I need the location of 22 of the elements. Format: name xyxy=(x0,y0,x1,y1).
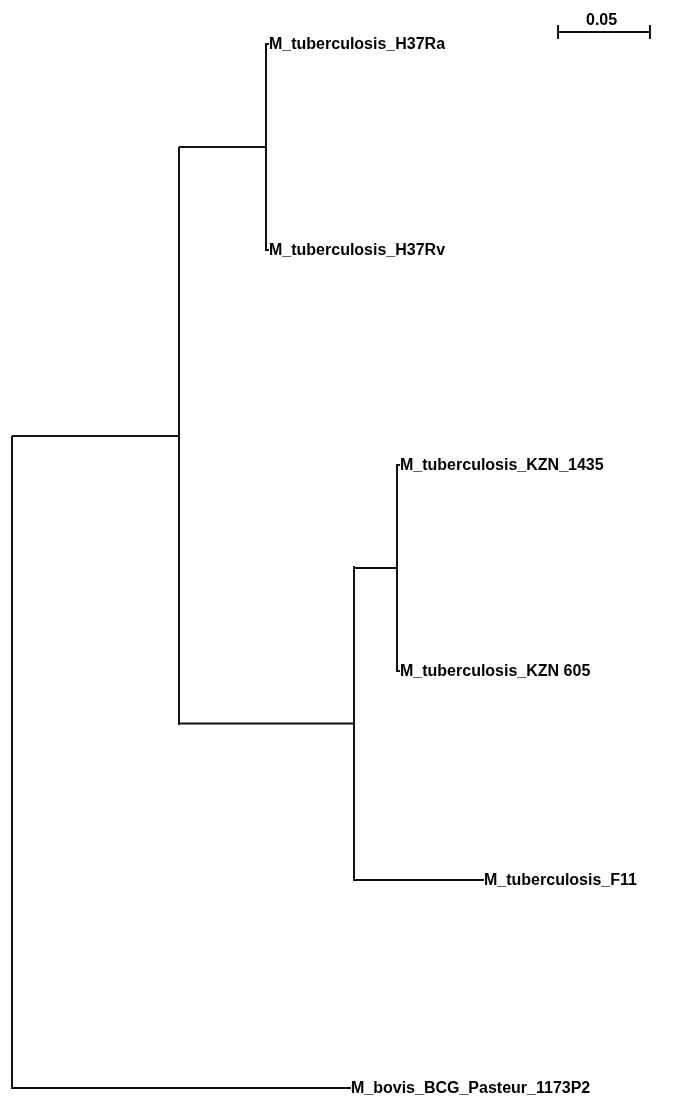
vertical-branch-line xyxy=(11,436,13,1089)
taxon-label: M_tuberculosis_KZN_1435 xyxy=(400,455,604,474)
taxon-label: M_bovis_BCG_Pasteur_1173P2 xyxy=(351,1078,591,1097)
branch-line xyxy=(265,249,270,251)
branch-line xyxy=(11,435,179,437)
taxon-label: M_tuberculosis_H37Ra xyxy=(269,34,446,53)
branch-line xyxy=(396,670,401,672)
taxon-label: M_tuberculosis_H37Rv xyxy=(269,240,446,259)
branch-line xyxy=(265,43,270,45)
branch-line xyxy=(353,567,397,569)
taxon-label: M_tuberculosis_F11 xyxy=(484,870,637,889)
vertical-branch-line xyxy=(178,147,180,725)
vertical-branch-line xyxy=(265,43,267,251)
vertical-branch-line xyxy=(396,464,398,672)
taxon-label: M_tuberculosis_KZN 605 xyxy=(400,661,591,680)
scale-value: 0.05 xyxy=(586,10,618,29)
branch-line xyxy=(396,464,401,466)
branch-line xyxy=(353,879,485,881)
branch-line xyxy=(178,722,354,725)
branch-line xyxy=(178,146,266,148)
vertical-branch-line xyxy=(353,566,355,881)
branch-line xyxy=(11,1087,352,1089)
